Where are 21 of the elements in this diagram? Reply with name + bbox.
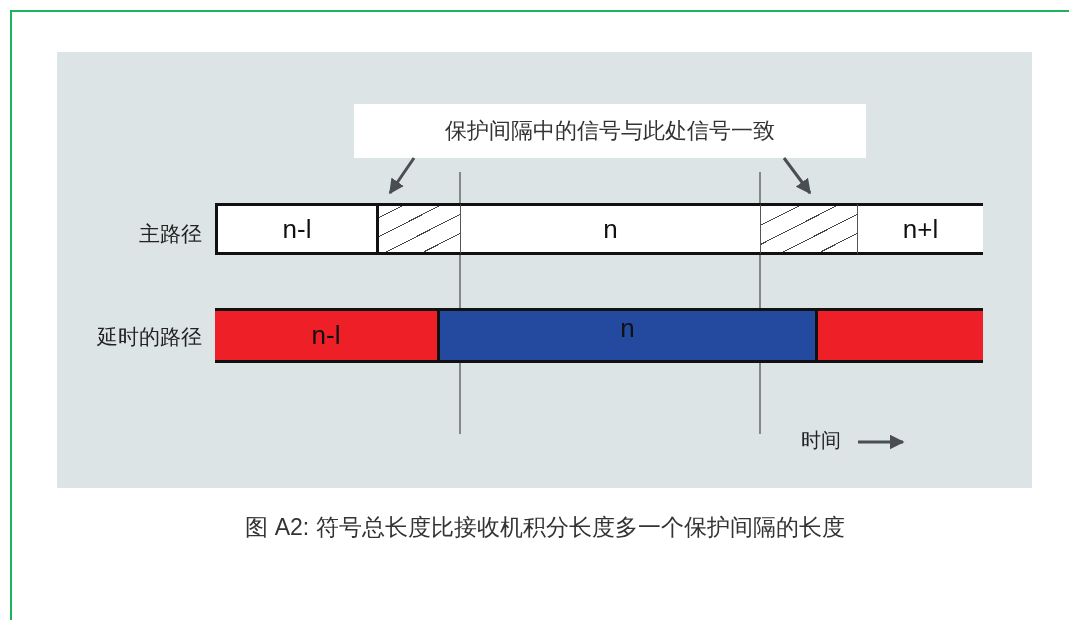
guard-interval-segment — [376, 203, 460, 255]
segment-label: n-l — [282, 213, 312, 245]
row-label: 延时的路径 — [97, 324, 202, 350]
guard-interval-segment — [760, 203, 857, 255]
signal-segment — [857, 203, 983, 255]
signal-segment — [460, 203, 760, 255]
row-label: 主路径 — [139, 221, 202, 247]
signal-segment — [815, 308, 983, 363]
signal-segment — [215, 203, 376, 255]
signal-segment — [437, 308, 815, 363]
segment-label: n-l — [311, 320, 341, 351]
leader-arrow — [388, 157, 416, 195]
segment-label: n — [620, 313, 635, 344]
leader-arrow — [782, 157, 812, 195]
segment-label: n+l — [902, 213, 939, 245]
callout-text: 保护间隔中的信号与此处信号一致 — [445, 117, 775, 145]
segment-label: n — [603, 213, 618, 245]
callout-box — [354, 104, 866, 158]
axis-label: 时间 — [801, 428, 841, 453]
figure-caption: 图 A2: 符号总长度比接收机积分长度多一个保护间隔的长度 — [244, 513, 846, 542]
signal-segment — [215, 308, 437, 363]
